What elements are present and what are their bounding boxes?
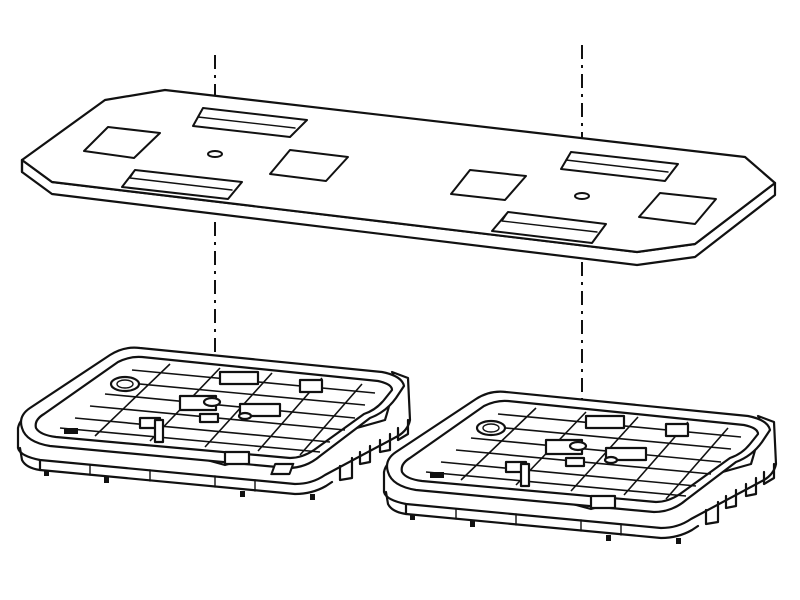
cutout-depth (197, 107, 296, 129)
plate-top-face (20, 88, 777, 254)
plate-cutout (491, 211, 607, 244)
plate-cutout (269, 149, 349, 182)
base-left (0, 346, 412, 502)
cutout-depth (129, 169, 233, 191)
plate-cutout (450, 169, 527, 201)
cutout-depth (565, 151, 669, 173)
plate-bolt-hole-right (574, 192, 590, 200)
plate-bolt-hole-left (207, 150, 223, 158)
plate-cutout (638, 192, 717, 225)
cutout-depth (501, 211, 598, 233)
plate-cutout (83, 126, 161, 159)
top-plate (20, 88, 777, 267)
